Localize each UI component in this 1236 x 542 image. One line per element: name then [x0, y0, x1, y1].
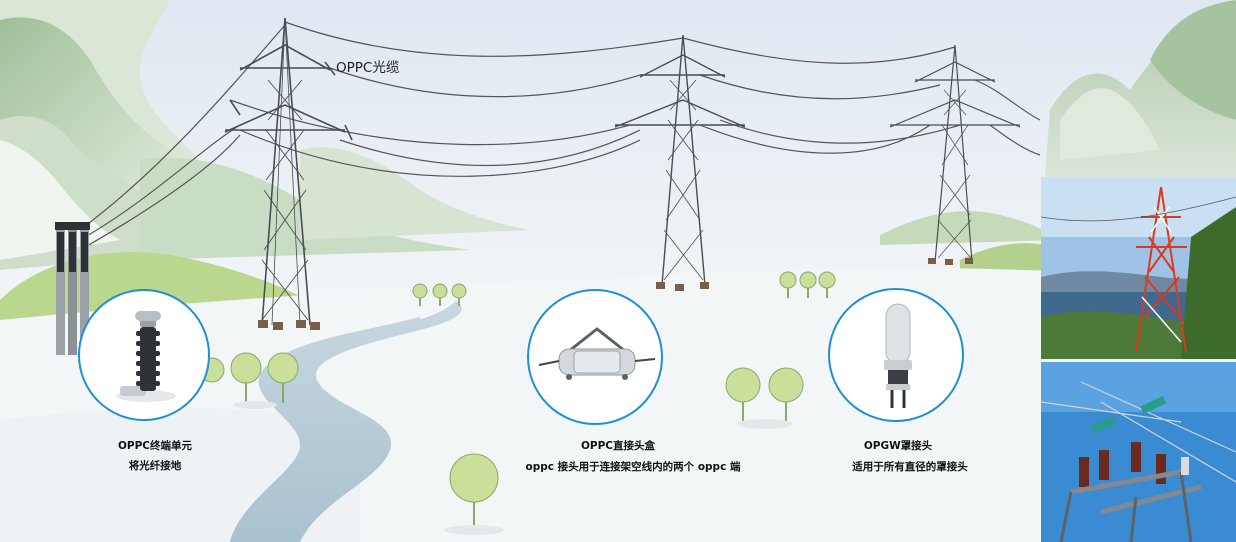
- opgw-joint-title: OPGW罩接头: [863, 440, 933, 452]
- tower-far: [889, 44, 1021, 263]
- tower-photo-lake: [1041, 177, 1236, 359]
- opgw-joint-icon: [884, 303, 912, 408]
- splice-box-icon: [538, 327, 656, 380]
- power-lines: [79, 21, 1041, 251]
- opgw-joint-image: [828, 288, 964, 422]
- terminal-unit-icon: [116, 311, 176, 402]
- trees: [199, 271, 836, 503]
- oppc-cable-label: OPPC光缆: [336, 60, 400, 76]
- splice-box-image: [527, 289, 663, 425]
- terminal-unit-title: OPPC终端单元: [117, 440, 193, 452]
- tower-middle: [614, 34, 746, 286]
- splice-box-desc: oppc 接头用于连接架空线内的两个 oppc 端: [525, 461, 741, 473]
- terminal-unit-image: [78, 289, 210, 421]
- terminal-structure: [55, 222, 90, 355]
- insulator-photo: [1041, 362, 1236, 542]
- tower-large: [224, 17, 353, 326]
- left-mountains: [0, 0, 530, 270]
- opgw-joint-desc: 适用于所有直径的罩接头: [852, 461, 968, 473]
- terminal-unit-desc: 将光纤接地: [128, 460, 182, 472]
- splice-box-title: OPPC直接头盒: [580, 440, 656, 452]
